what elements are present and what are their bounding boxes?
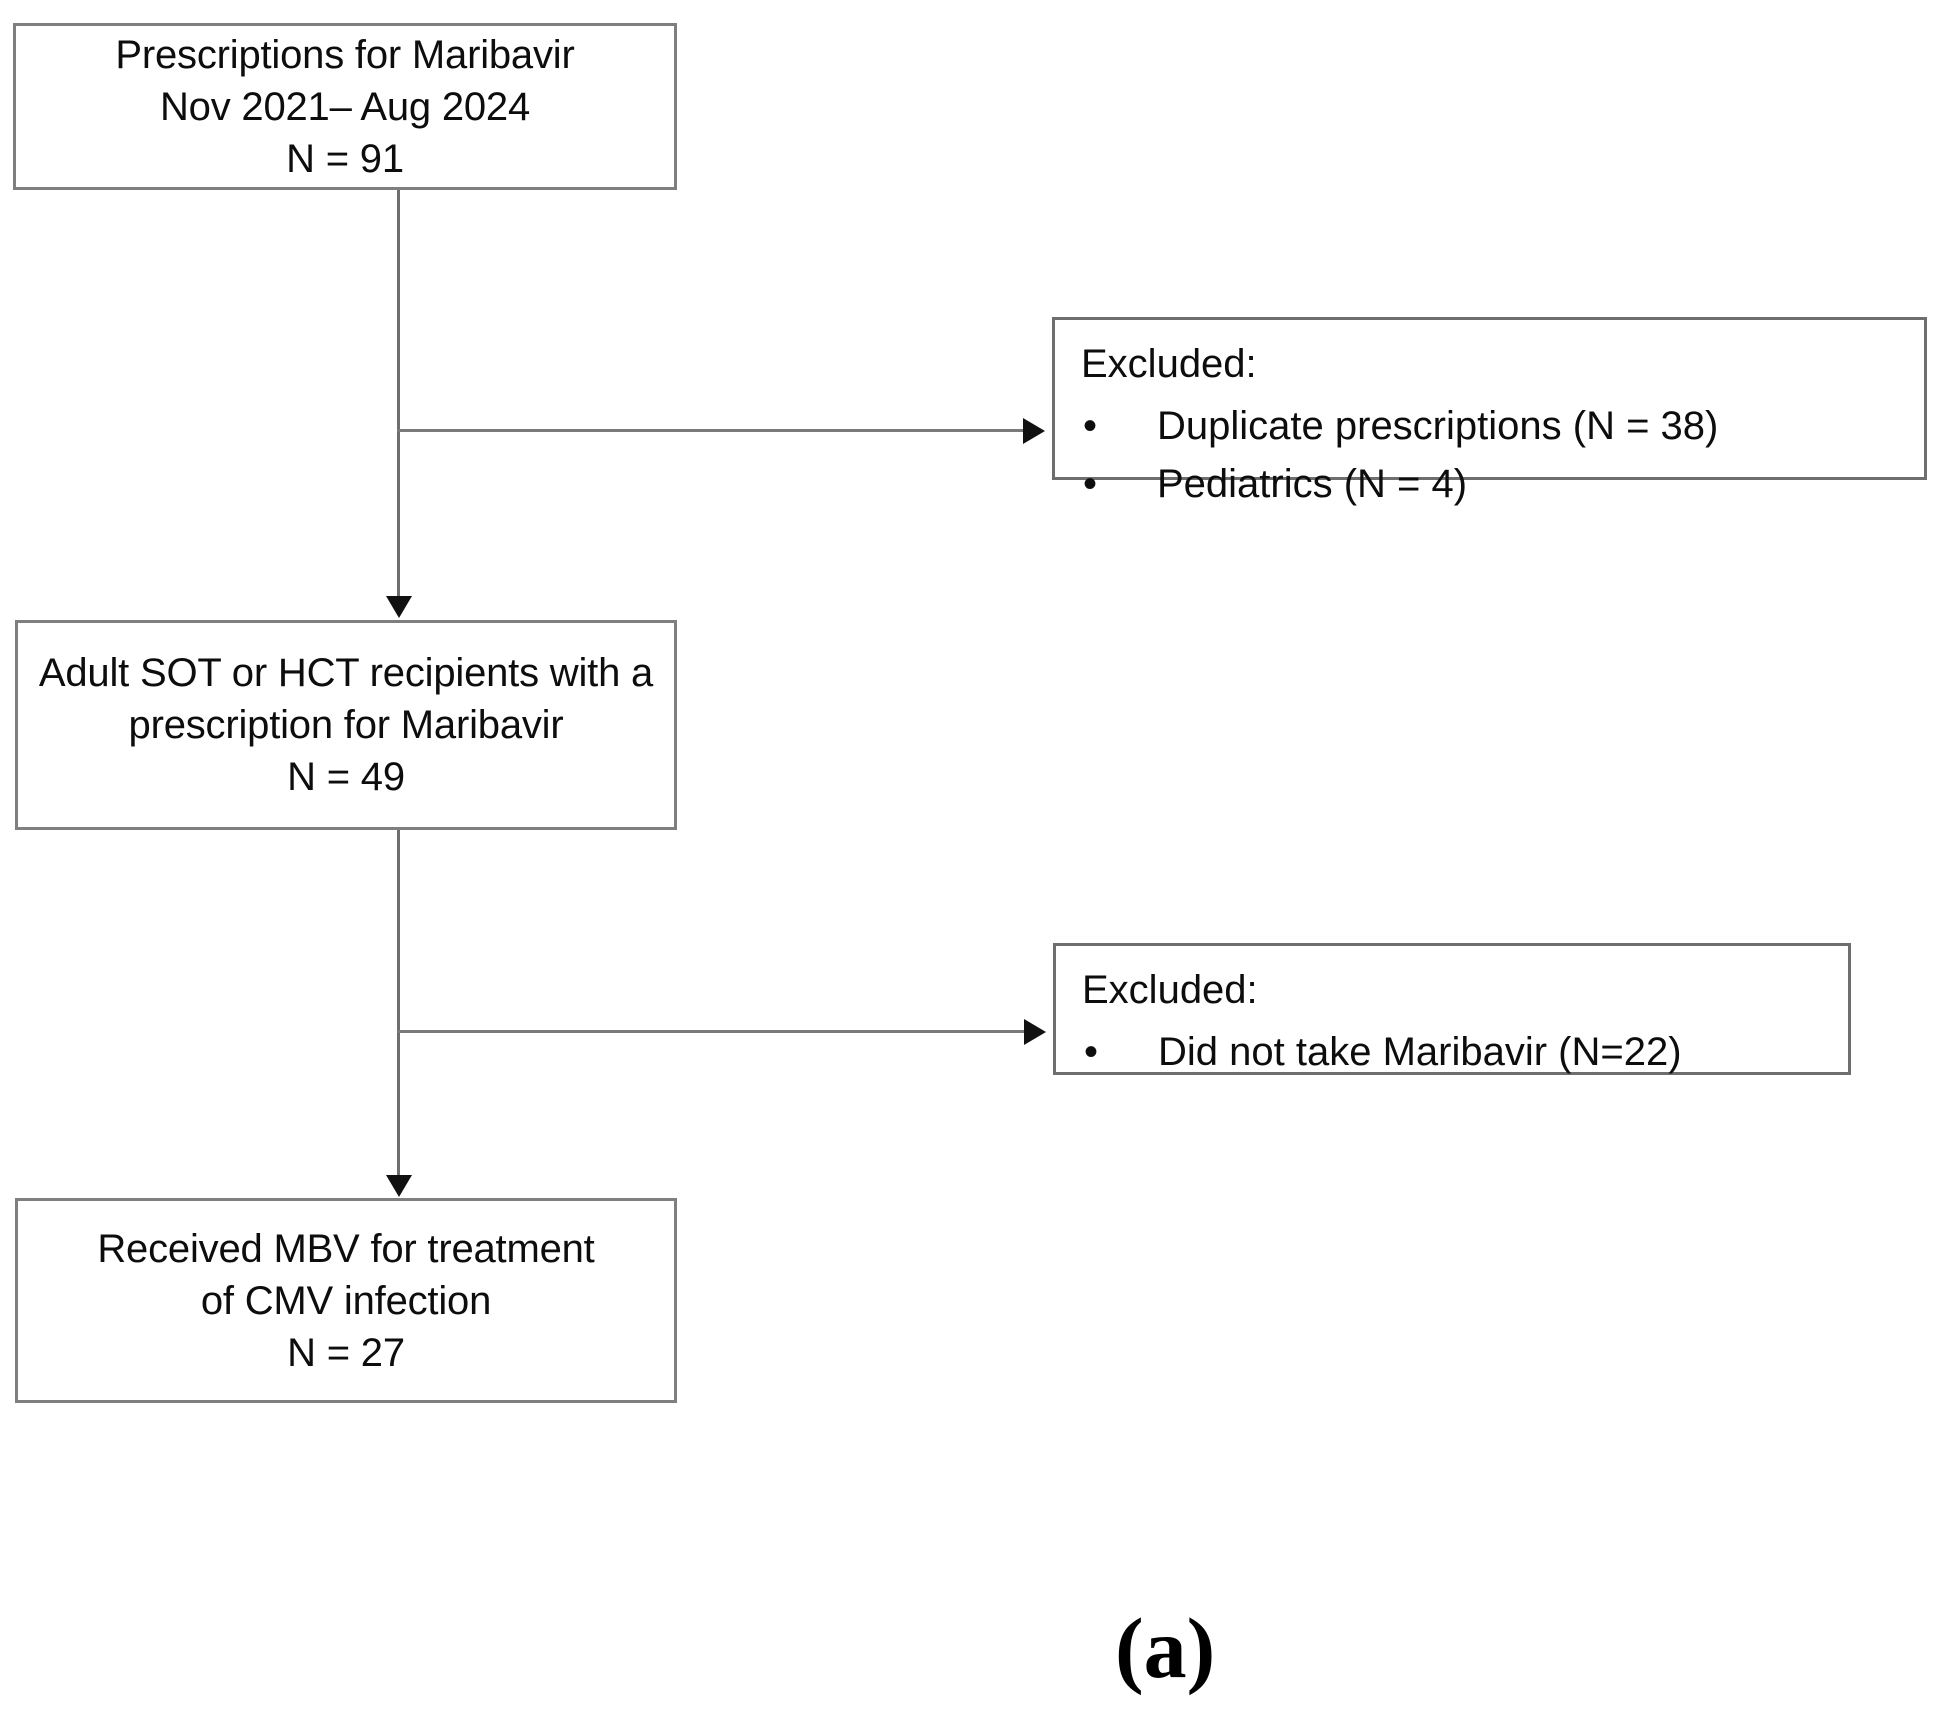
exclusion-box-2-item: • Did not take Maribavir (N=22) [1082,1026,1848,1078]
connector-adult-to-exclusion-2-arrowhead [1024,1019,1046,1045]
node-adult-recipients: Adult SOT or HCT recipients with a presc… [15,620,677,830]
exclusion-box-2-title: Excluded: [1082,968,1258,1012]
connector-adult-to-exclusion-2-line [397,1030,1024,1033]
connector-prescriptions-to-adult-arrowhead [386,596,412,618]
node-adult-recipients-line-1: Adult SOT or HCT recipients with a [38,651,654,695]
node-prescriptions: Prescriptions for Maribavir Nov 2021– Au… [13,23,677,190]
exclusion-box-1-item: • Duplicate prescriptions (N = 38) [1081,400,1924,452]
node-adult-recipients-line-3: N = 49 [287,755,405,799]
exclusion-box-1-item-label: Pediatrics (N = 4) [1157,462,1468,506]
exclusion-box-2-item-label: Did not take Maribavir (N=22) [1158,1030,1682,1074]
node-received-mbv: Received MBV for treatment of CMV infect… [15,1198,677,1403]
figure-caption: (a) [1115,1600,1216,1696]
bullet-icon: • [1083,404,1098,448]
node-adult-recipients-line-2: prescription for Maribavir [128,703,564,747]
node-received-mbv-line-1: Received MBV for treatment [97,1226,595,1271]
exclusion-box-2: Excluded: • Did not take Maribavir (N=22… [1053,943,1851,1075]
exclusion-box-1-item: • Pediatrics (N = 4) [1081,458,1924,510]
connector-prescriptions-to-exclusion-1-line [397,429,1023,432]
bullet-icon: • [1084,1030,1099,1074]
connector-prescriptions-to-adult-line [397,190,400,602]
node-prescriptions-line-3: N = 91 [286,136,404,181]
exclusion-box-1: Excluded: • Duplicate prescriptions (N =… [1052,317,1927,506]
node-prescriptions-line-2: Nov 2021– Aug 2024 [159,84,531,129]
node-received-mbv-line-2: of CMV infection [200,1278,492,1323]
connector-adult-to-received-arrowhead [386,1175,412,1197]
exclusion-box-1-list: • Duplicate prescriptions (N = 38) • Ped… [1081,400,1924,510]
exclusion-box-1-title: Excluded: [1081,342,1257,386]
exclusion-box-2-list: • Did not take Maribavir (N=22) [1082,1026,1848,1078]
bullet-icon: • [1083,462,1098,506]
node-received-mbv-line-3: N = 27 [287,1330,405,1375]
connector-adult-to-received-line [397,830,400,1180]
connector-prescriptions-to-exclusion-1-arrowhead [1023,418,1045,444]
node-prescriptions-line-1: Prescriptions for Maribavir [115,32,575,77]
exclusion-box-1-item-label: Duplicate prescriptions (N = 38) [1157,404,1719,448]
